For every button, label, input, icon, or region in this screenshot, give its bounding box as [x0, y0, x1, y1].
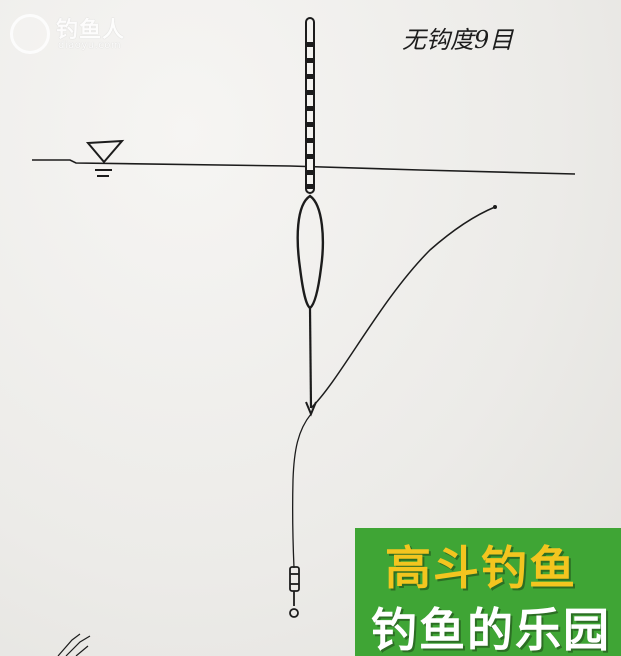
promo-banner: 高斗钓鱼 钓鱼的乐园 — [355, 528, 621, 656]
line-end-knot — [493, 205, 497, 209]
diagram-title: 无钩度9目 — [402, 26, 514, 54]
banner-line1: 高斗钓鱼 — [385, 541, 577, 595]
watermark-brand: 钓鱼人 — [56, 18, 126, 43]
float-body — [296, 194, 325, 310]
banner-line2: 钓鱼的乐园 — [371, 603, 611, 656]
float-antenna — [305, 17, 315, 194]
water-surface-line — [32, 159, 576, 175]
main-line — [308, 307, 313, 409]
leader-line-upper — [310, 206, 496, 409]
watermark-domain: diaoyu.com — [58, 40, 122, 51]
fish-logo-icon — [10, 14, 50, 54]
leader-line-lower — [291, 413, 312, 569]
watermark: 钓鱼人 diaoyu.com — [8, 6, 148, 58]
sinker-weight — [289, 566, 300, 618]
grass-scribble — [57, 633, 91, 656]
water-level-symbol — [85, 139, 125, 177]
